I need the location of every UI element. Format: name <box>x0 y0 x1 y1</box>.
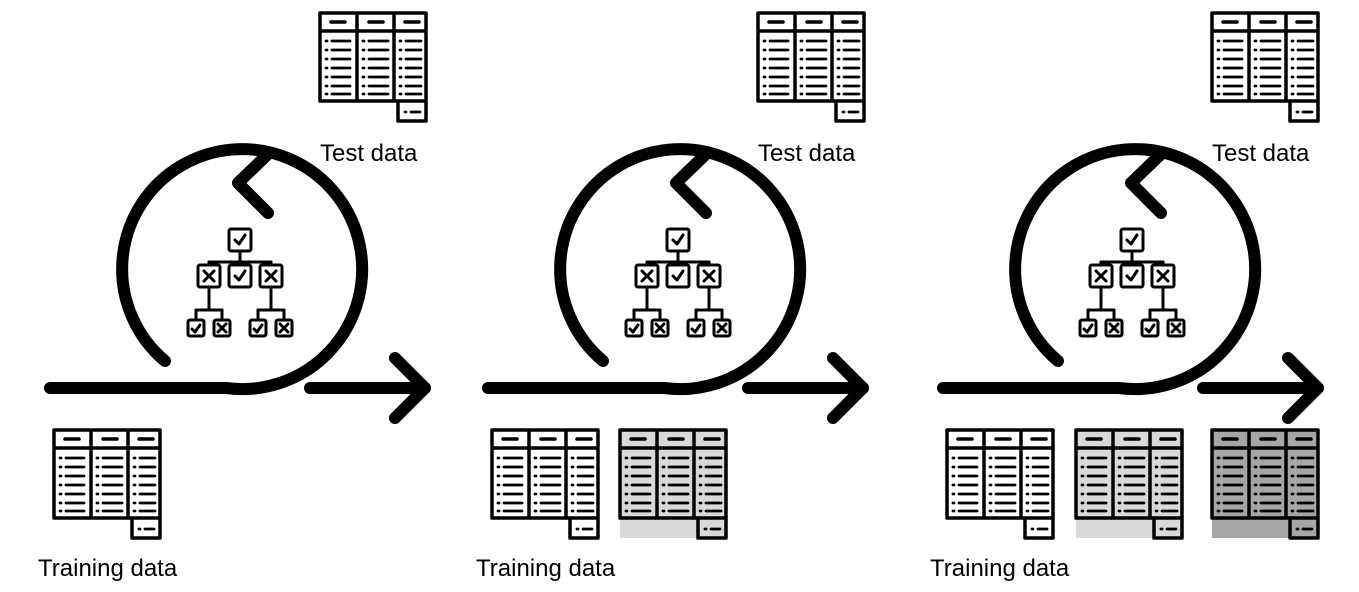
loop-arrowhead <box>232 148 274 219</box>
panel-1: Test data Training data <box>38 11 431 582</box>
loop-arrow-icon <box>44 143 369 396</box>
training-data-label: Training data <box>930 555 1070 582</box>
test-data-table-icon <box>318 11 428 123</box>
training-data-label: Training data <box>38 555 178 582</box>
training-data-table-icon <box>945 428 1055 540</box>
training-data-label: Training data <box>476 555 616 582</box>
right-arrow-icon <box>389 352 431 424</box>
right-arrow-icon <box>1282 352 1324 424</box>
loop-arrowhead <box>1125 148 1167 219</box>
training-data-table-icon <box>490 428 600 540</box>
panel-2: Test data Training data <box>476 11 869 582</box>
test-data-table-icon <box>1210 11 1320 123</box>
training-data-table-icon-light <box>1074 428 1184 540</box>
loop-arrow-icon <box>482 143 807 396</box>
test-data-label: Test data <box>758 140 856 167</box>
test-data-label: Test data <box>320 140 418 167</box>
loop-arrowhead <box>670 148 712 219</box>
panel-3: Test data Training data <box>930 11 1324 582</box>
training-data-table-icon-light <box>618 428 728 540</box>
right-arrow-icon <box>827 352 869 424</box>
decision-tree-icon <box>1078 227 1186 338</box>
training-data-table-icon <box>52 428 162 540</box>
decision-tree-icon <box>186 227 294 338</box>
test-data-label: Test data <box>1212 140 1310 167</box>
training-data-table-icon-dark <box>1210 428 1320 540</box>
decision-tree-icon <box>624 227 732 338</box>
test-data-table-icon <box>756 11 866 123</box>
loop-arrow-icon <box>937 143 1262 396</box>
